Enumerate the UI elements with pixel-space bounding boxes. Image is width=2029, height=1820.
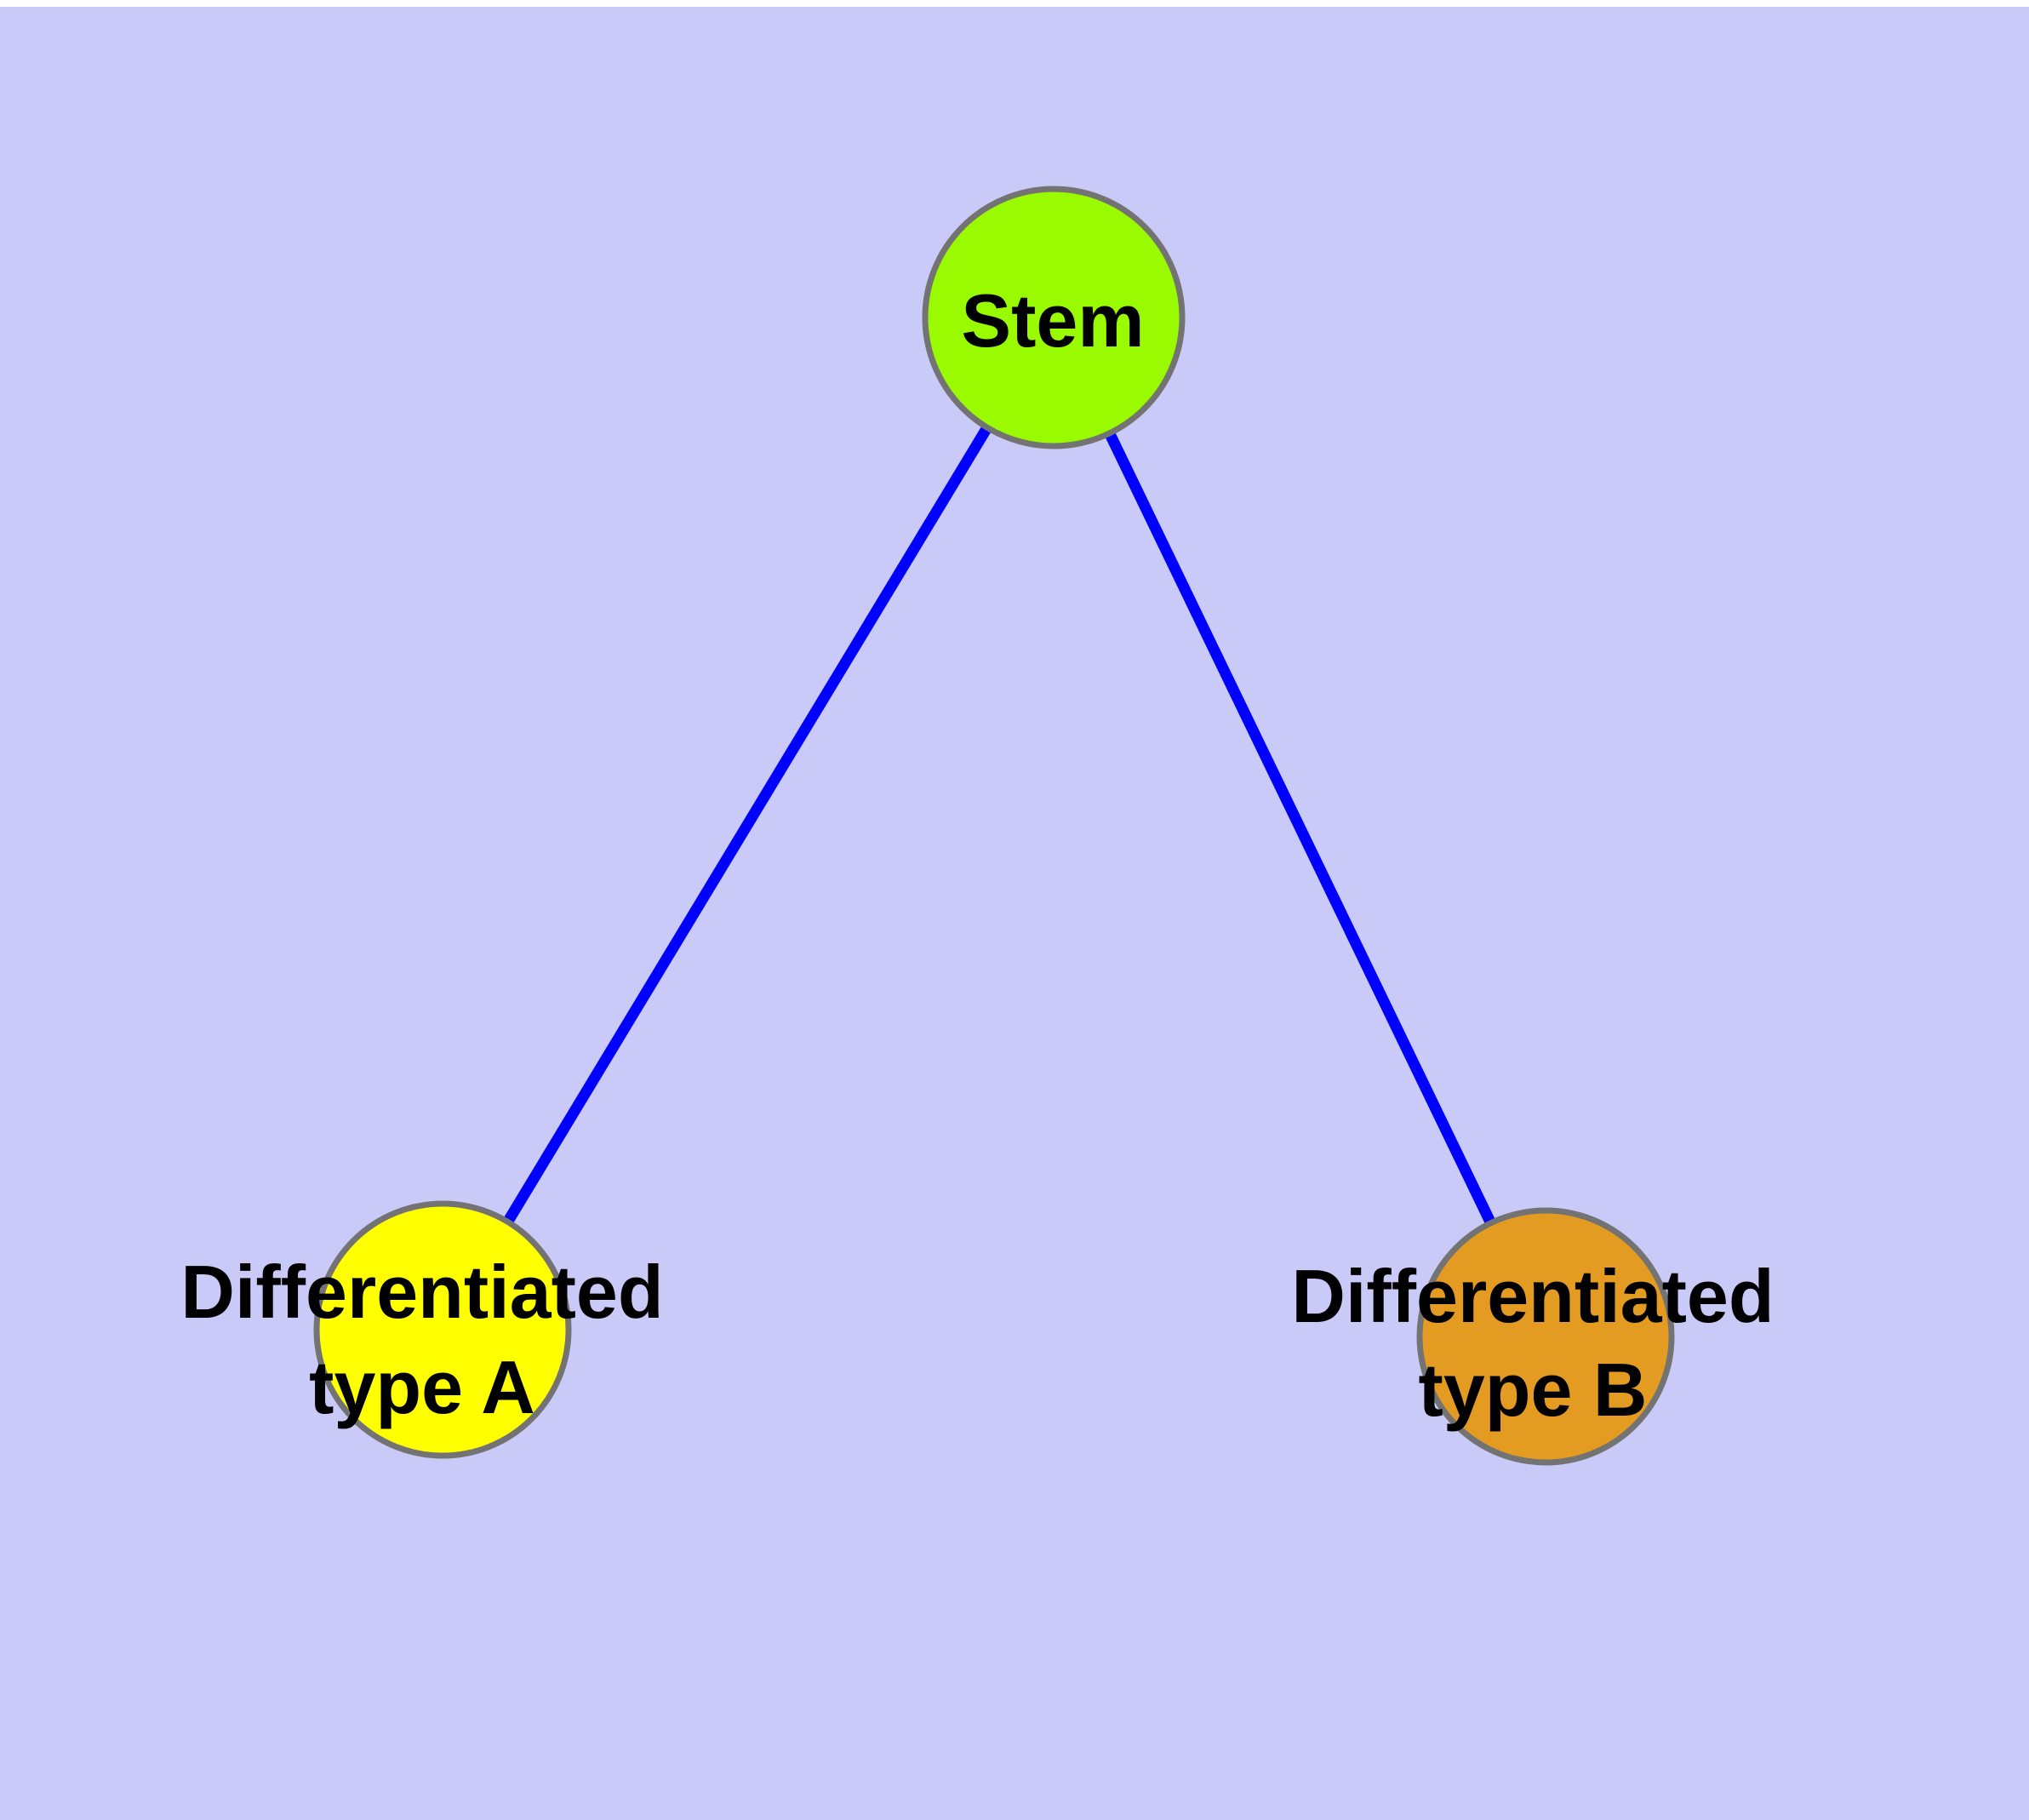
node-differentiated-type-a[interactable]: Differentiated type A bbox=[180, 1200, 664, 1459]
node-type-a-label-line1: Differentiated bbox=[180, 1250, 663, 1334]
node-stem-label: Stem bbox=[961, 278, 1144, 363]
node-stem[interactable]: Stem bbox=[922, 186, 1186, 449]
node-type-a-circle[interactable] bbox=[313, 1200, 572, 1459]
node-type-a-label-line2: type A bbox=[309, 1345, 535, 1429]
node-differentiated-type-b[interactable]: Differentiated type B bbox=[1291, 1207, 1775, 1466]
node-type-b-circle[interactable] bbox=[1416, 1207, 1675, 1466]
node-type-b-label-line2: type B bbox=[1419, 1348, 1648, 1432]
edge-stem-to-type-b bbox=[1049, 315, 1551, 1339]
node-stem-circle[interactable] bbox=[922, 186, 1186, 449]
edge-stem-to-type-a bbox=[437, 314, 1059, 1333]
node-type-b-label-line1: Differentiated bbox=[1291, 1254, 1774, 1338]
